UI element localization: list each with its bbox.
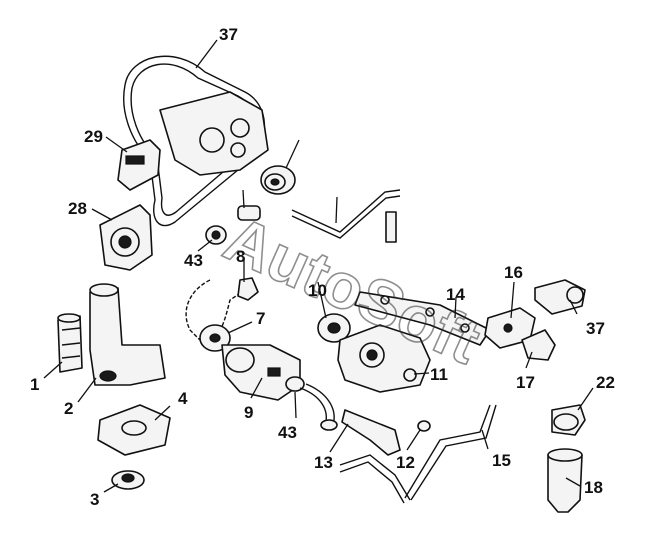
part-16-bracket (521, 329, 556, 361)
part-37-sensor (534, 279, 586, 315)
part-timing-cover (159, 91, 269, 176)
callout-25: 43 (184, 251, 203, 270)
callout-3: 3 (90, 490, 99, 509)
part-9-pulley (317, 313, 351, 343)
part-2-housing (89, 283, 166, 386)
callout-labels: 37 29 28 43 8 7 9 43 10 11 14 16 37 17 2… (30, 25, 615, 509)
callout-43: 43 (278, 423, 297, 442)
callout-15: 16 (504, 263, 523, 282)
callout-24: 37 (219, 25, 238, 44)
callout-1: 1 (30, 375, 39, 394)
part-17-filter (547, 448, 583, 513)
callout-12: 12 (396, 453, 415, 472)
part-10-pump (337, 324, 431, 393)
part-29-pipe (291, 189, 401, 243)
callout-7: 8 (236, 247, 245, 266)
callout-10: 11 (430, 365, 448, 384)
callout-13: 14 (446, 285, 465, 304)
part-13-gasket-strip (354, 291, 491, 346)
callout-4: 4 (178, 389, 188, 408)
leader-lines (43, 39, 594, 493)
callout-2: 2 (64, 399, 73, 418)
callout-14: 15 (492, 451, 511, 470)
part-18-clamp (551, 404, 586, 436)
callout-9: 10 (308, 281, 327, 300)
callout-22: 28 (68, 199, 87, 218)
part-14-pipe (404, 404, 497, 501)
part-22-bearing-plate (99, 204, 153, 271)
callout-16: 17 (516, 373, 535, 392)
callout-8: 9 (244, 403, 253, 422)
part-pickup-pipe (299, 383, 338, 431)
part-11-elbow-pipe (339, 409, 411, 504)
callout-18: 22 (596, 373, 615, 392)
part-8-oil-pump (221, 344, 301, 401)
part-43-gasket (285, 376, 305, 392)
part-1-cylinder (57, 313, 83, 373)
part-12-bolt (417, 420, 431, 432)
callout-37: 37 (586, 319, 605, 338)
part-3-thermostat (111, 470, 145, 490)
part-7-chain (185, 277, 259, 346)
part-23-bracket (117, 139, 161, 191)
callout-6: 7 (256, 309, 265, 328)
part-25-seal (205, 225, 227, 245)
callout-23: 29 (84, 127, 103, 146)
part-28-pulley (260, 165, 296, 195)
part-4-thermostat-housing (97, 404, 171, 456)
callout-17: 18 (584, 478, 603, 497)
callout-11: 13 (314, 453, 333, 472)
part-26-bolt (237, 205, 261, 221)
